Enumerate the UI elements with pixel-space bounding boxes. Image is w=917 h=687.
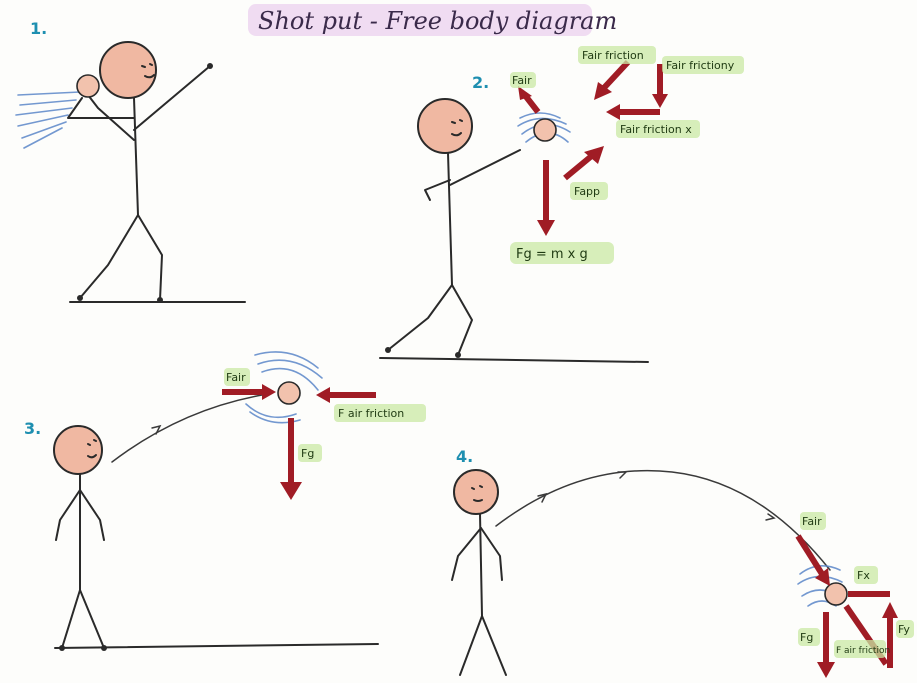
label-fair-4: Fair [802, 515, 822, 528]
athlete-head [418, 99, 472, 153]
label-fg-4: Fg [800, 631, 813, 644]
shot-put-ball-2 [534, 119, 556, 141]
stick-figure-1 [68, 42, 245, 303]
label-fg-2: Fg = m x g [516, 247, 588, 262]
shot-put-ball-3 [278, 382, 300, 404]
label-fair-friction-y: Fair frictiony [666, 59, 735, 72]
panel-3-number: 3. [24, 419, 41, 438]
athlete-head [454, 470, 498, 514]
label-fair-2: Fair [512, 74, 532, 87]
label-fair-friction-3: F air friction [338, 407, 404, 420]
force-arrow-fair-friction-2 [602, 62, 628, 90]
stick-figure-3 [54, 426, 378, 651]
page-title: Shot put - Free body diagram [258, 7, 617, 35]
label-fg-3: Fg [301, 447, 314, 460]
shot-put-ball-1 [77, 75, 99, 97]
label-fair-friction-4: F air friction [836, 646, 890, 656]
panel-3: 3. Fair [24, 352, 426, 651]
panel-2-number: 2. [472, 73, 489, 92]
athlete-head [54, 426, 102, 474]
label-fapp: Fapp [574, 185, 600, 198]
label-fx: Fx [857, 569, 870, 582]
panel-4: 4. Fair Fx [452, 447, 914, 678]
trajectory-3 [112, 395, 262, 462]
stick-figure-4 [452, 470, 506, 675]
label-fair-3: Fair [226, 371, 246, 384]
athlete-head [100, 42, 156, 98]
stick-figure-2 [380, 99, 648, 362]
shot-put-ball-4 [825, 583, 847, 605]
label-fair-friction-2: Fair friction [582, 49, 644, 62]
panel-1: 1. [16, 19, 245, 303]
ground-line-2 [380, 358, 648, 362]
panel-1-number: 1. [30, 19, 47, 38]
trajectory-4 [496, 471, 830, 570]
force-arrow-fapp [565, 154, 594, 178]
label-fair-friction-x: Fair friction x [620, 123, 692, 136]
label-fy: Fy [898, 623, 910, 636]
panel-4-number: 4. [456, 447, 473, 466]
panel-2: 2. Fair Fapp [380, 46, 744, 362]
motion-lines-panel-1 [16, 92, 80, 148]
